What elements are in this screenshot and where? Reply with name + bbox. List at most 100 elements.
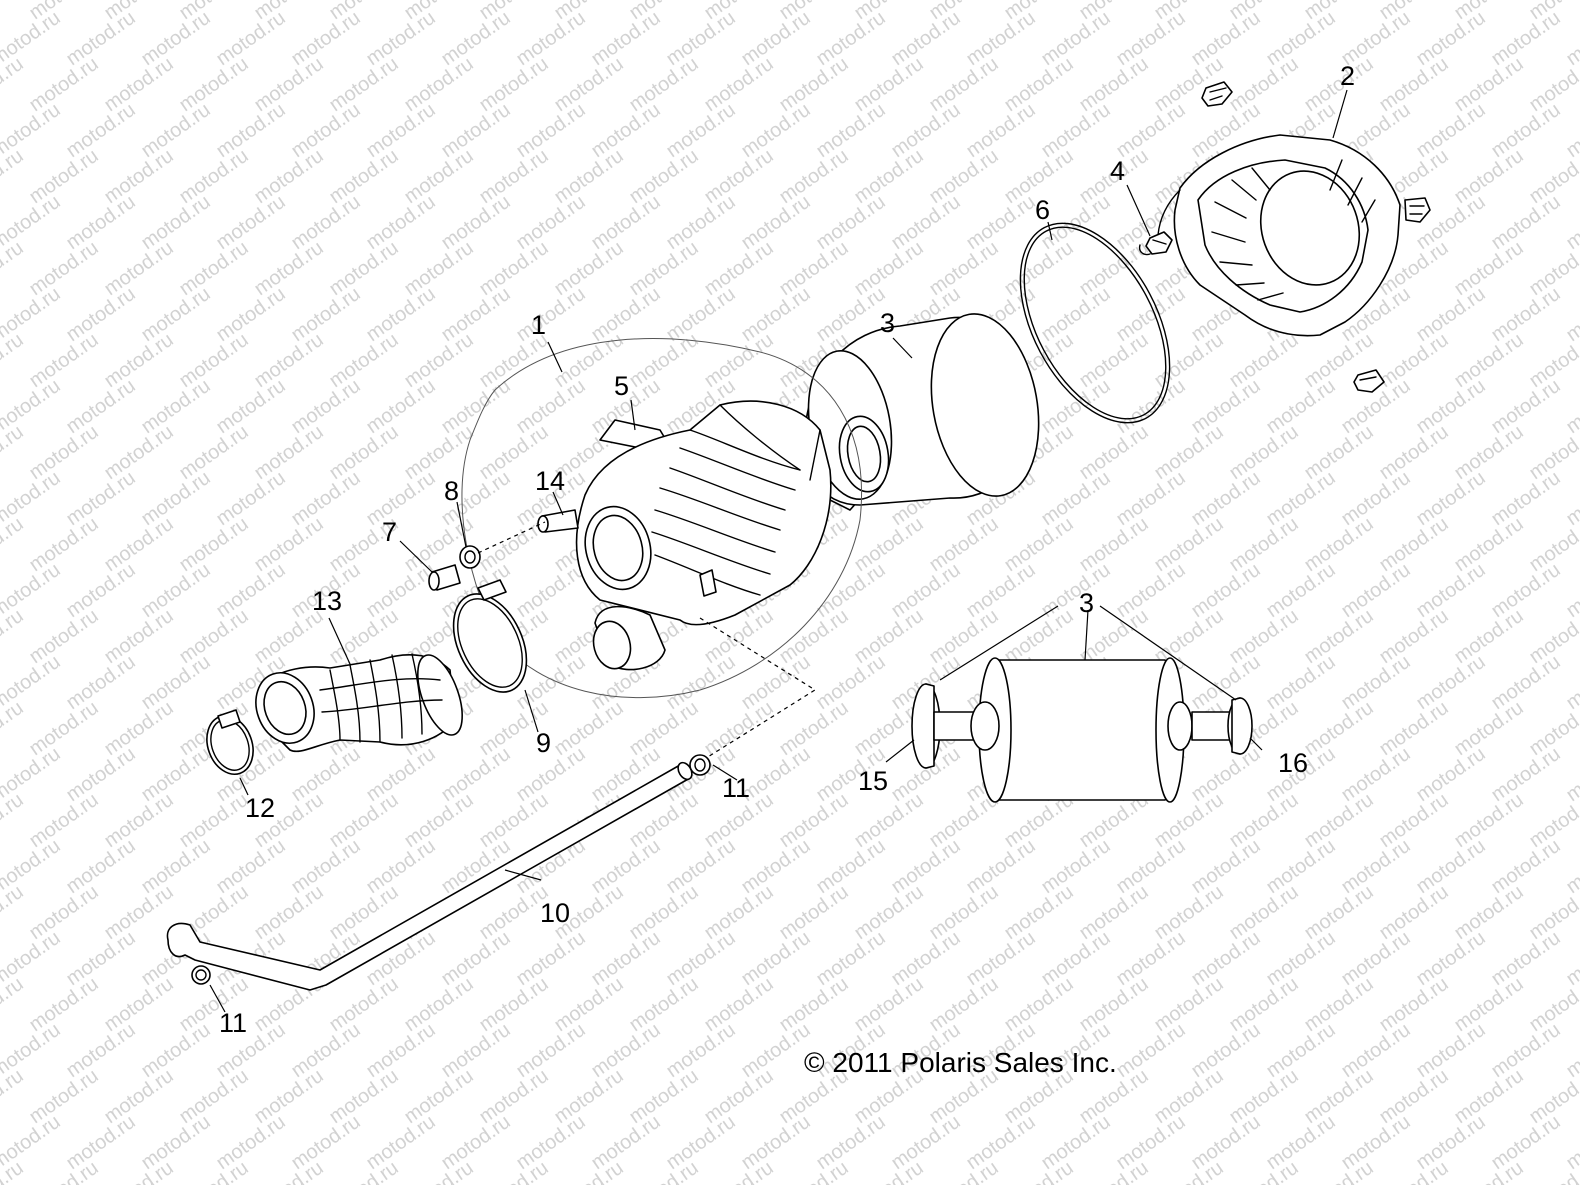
watermark-text: motod.ru xyxy=(512,1111,589,1174)
watermark-text: motod.ru xyxy=(662,7,739,70)
watermark-text: motod.ru xyxy=(137,743,214,806)
watermark-text: motod.ru xyxy=(100,513,177,576)
watermark-text: motod.ru xyxy=(1000,53,1077,116)
watermark-text: motod.ru xyxy=(1450,329,1527,392)
watermark-text: motod.ru xyxy=(437,1019,514,1082)
hose-clamp-part-12 xyxy=(206,709,254,775)
watermark-text: motod.ru xyxy=(775,789,852,852)
watermark-text: motod.ru xyxy=(0,697,28,760)
copyright-notice: © 2011 Polaris Sales Inc. xyxy=(804,1047,1117,1078)
watermark-text: motod.ru xyxy=(1375,881,1452,944)
watermark-text: motod.ru xyxy=(850,145,927,208)
watermark-text: motod.ru xyxy=(287,191,364,254)
watermark-text: motod.ru xyxy=(1112,375,1189,438)
watermark-text: motod.ru xyxy=(662,927,739,990)
watermark-text: motod.ru xyxy=(700,53,777,116)
watermark-text: motod.ru xyxy=(512,283,589,346)
watermark-text: motod.ru xyxy=(587,7,664,70)
watermark-text: motod.ru xyxy=(287,743,364,806)
airbox-body-part-5 xyxy=(575,400,832,671)
watermark-text: motod.ru xyxy=(925,145,1002,208)
watermark-text: motod.ru xyxy=(25,789,102,852)
seal-ring-part-6 xyxy=(1019,222,1171,424)
watermark-text: motod.ru xyxy=(1000,973,1077,1036)
watermark-text: motod.ru xyxy=(437,7,514,70)
watermark-text: motod.ru xyxy=(475,53,552,116)
label-part-7: 7 xyxy=(382,517,397,547)
watermark-text: motod.ru xyxy=(175,1065,252,1128)
watermark-text: motod.ru xyxy=(1487,7,1564,70)
watermark-text: motod.ru xyxy=(1412,375,1489,438)
watermark-text: motod.ru xyxy=(587,99,664,162)
watermark-text: motod.ru xyxy=(362,191,439,254)
watermark-text: motod.ru xyxy=(625,973,702,1036)
watermark-text: motod.ru xyxy=(1150,513,1227,576)
watermark-text: motod.ru xyxy=(1037,835,1114,898)
watermark-text: motod.ru xyxy=(1450,697,1527,760)
watermark-text: motod.ru xyxy=(1075,513,1152,576)
watermark-text: motod.ru xyxy=(175,513,252,576)
watermark-text: motod.ru xyxy=(62,99,139,162)
watermark-text: motod.ru xyxy=(925,237,1002,300)
watermark-text: motod.ru xyxy=(1487,743,1564,806)
hose-clamp-part-9 xyxy=(452,579,528,693)
watermark-text: motod.ru xyxy=(62,1019,139,1082)
watermark-text: motod.ru xyxy=(137,375,214,438)
label-part-9: 9 xyxy=(536,728,551,758)
label-part-8: 8 xyxy=(444,476,459,506)
watermark-text: motod.ru xyxy=(850,973,927,1036)
watermark-text: motod.ru xyxy=(737,927,814,990)
watermark-text: motod.ru xyxy=(400,53,477,116)
hose-clamp-part-11-upper xyxy=(689,754,711,776)
watermark-text: motod.ru xyxy=(212,99,289,162)
watermark-text: motod.ru xyxy=(250,237,327,300)
watermark-text: motod.ru xyxy=(1075,1157,1152,1185)
watermark-text: motod.ru xyxy=(1375,973,1452,1036)
watermark-text: motod.ru xyxy=(812,7,889,70)
watermark-text: motod.ru xyxy=(250,1157,327,1185)
watermark-text: motod.ru xyxy=(1300,421,1377,484)
watermark-text: motod.ru xyxy=(1412,283,1489,346)
watermark-text: motod.ru xyxy=(1412,927,1489,990)
watermark-text: motod.ru xyxy=(1300,881,1377,944)
watermark-text: motod.ru xyxy=(137,1111,214,1174)
watermark-text: motod.ru xyxy=(850,53,927,116)
watermark-text: motod.ru xyxy=(812,651,889,714)
watermark-text: motod.ru xyxy=(1262,1019,1339,1082)
watermark-text: motod.ru xyxy=(1112,7,1189,70)
watermark-text: motod.ru xyxy=(325,237,402,300)
watermark-text: motod.ru xyxy=(962,927,1039,990)
watermark-text: motod.ru xyxy=(1225,53,1302,116)
watermark-text: motod.ru xyxy=(400,1157,477,1185)
watermark-text: motod.ru xyxy=(100,789,177,852)
watermark-text: motod.ru xyxy=(925,881,1002,944)
watermark-text: motod.ru xyxy=(100,53,177,116)
seal-ring-inner xyxy=(1023,226,1167,420)
label-part-14: 14 xyxy=(535,466,565,496)
watermark-text: motod.ru xyxy=(587,927,664,990)
watermark-text: motod.ru xyxy=(62,743,139,806)
watermark-text: motod.ru xyxy=(437,743,514,806)
watermark-text: motod.ru xyxy=(925,1157,1002,1185)
watermark-text: motod.ru xyxy=(0,973,28,1036)
watermark-text: motod.ru xyxy=(475,1157,552,1185)
watermark-text: motod.ru xyxy=(850,513,927,576)
watermark-text: motod.ru xyxy=(550,53,627,116)
watermark-text: motod.ru xyxy=(287,1019,364,1082)
watermark-text: motod.ru xyxy=(137,7,214,70)
watermark-text: motod.ru xyxy=(1450,237,1527,300)
watermark-text: motod.ru xyxy=(62,559,139,622)
watermark-text: motod.ru xyxy=(250,1065,327,1128)
watermark-text: motod.ru xyxy=(0,329,28,392)
watermark-text: motod.ru xyxy=(1112,1019,1189,1082)
watermark-text: motod.ru xyxy=(1225,881,1302,944)
watermark-text: motod.ru xyxy=(25,605,102,668)
watermark-text: motod.ru xyxy=(550,973,627,1036)
watermark-text: motod.ru xyxy=(1112,927,1189,990)
watermark-text: motod.ru xyxy=(1375,697,1452,760)
watermark-text: motod.ru xyxy=(1487,283,1564,346)
watermark-text: motod.ru xyxy=(362,283,439,346)
watermark-text: motod.ru xyxy=(25,1065,102,1128)
label-part-6: 6 xyxy=(1035,195,1050,225)
watermark-text: motod.ru xyxy=(100,973,177,1036)
